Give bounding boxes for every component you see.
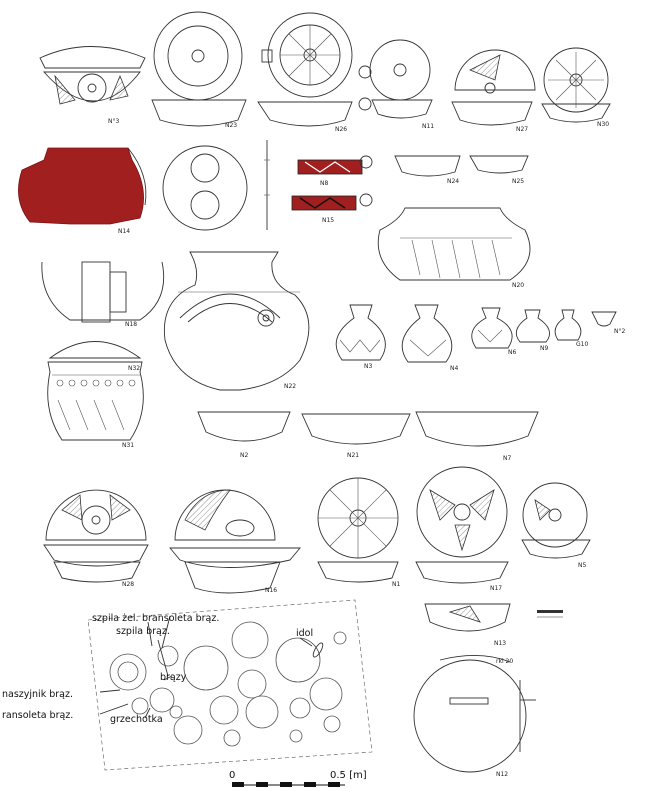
vessel-n1: N1 bbox=[317, 477, 400, 588]
vessel-n18: N18 bbox=[41, 261, 165, 328]
vessel-n22: N22 bbox=[163, 251, 310, 391]
label-n2: N2 bbox=[240, 452, 248, 459]
vessel-n11: N11 bbox=[358, 39, 434, 130]
bronze-rings-group bbox=[162, 140, 270, 231]
vessel-n15-pendant: N15 bbox=[291, 193, 373, 224]
label-n16: N16 bbox=[265, 587, 277, 594]
vessel-n17: N17 bbox=[415, 466, 509, 592]
annot-szpila-zel: szpila żel. bbox=[92, 613, 139, 624]
vessel-n21: N21 bbox=[301, 413, 411, 459]
annot-naszyjnik: naszyjnik brąz. bbox=[2, 689, 73, 700]
vessel-n2-small: N°2 bbox=[591, 311, 625, 335]
scale-end: 0.5 [m] bbox=[330, 770, 367, 781]
vessel-n20: N20 bbox=[377, 207, 531, 289]
label-n5: N5 bbox=[578, 562, 586, 569]
vessel-n14-red: N14 bbox=[18, 147, 147, 235]
label-n25: N25 bbox=[512, 178, 524, 185]
scale-bar: 0 0.5 [m] bbox=[229, 770, 367, 787]
vessel-n8-pendant: N8 bbox=[297, 155, 373, 187]
vessel-n9: N9 bbox=[515, 309, 551, 352]
label-n1: N1 bbox=[392, 581, 400, 588]
vessel-n16: N16 bbox=[169, 489, 301, 594]
scale-start: 0 bbox=[229, 770, 235, 781]
vessel-g10: G10 bbox=[554, 309, 588, 348]
vessel-n23: N23 bbox=[151, 11, 247, 129]
vessel-n13: N13 bbox=[424, 603, 511, 647]
label-n3-top: N°3 bbox=[108, 118, 119, 125]
label-g10: G10 bbox=[576, 341, 588, 348]
annot-bransoleta-left: ransoleta brąz. bbox=[2, 710, 73, 721]
vessel-n4: N4 bbox=[401, 304, 458, 372]
label-n14: N14 bbox=[118, 228, 130, 235]
label-n12: N12 bbox=[496, 771, 508, 778]
label-n26: N26 bbox=[335, 126, 347, 133]
label-n9: N9 bbox=[540, 345, 548, 352]
label-n23: N23 bbox=[225, 122, 237, 129]
label-n4: N4 bbox=[450, 365, 458, 372]
vessel-n24: N24 bbox=[394, 155, 461, 185]
vessel-n26: N26 bbox=[257, 12, 353, 133]
vessel-n2: N2 bbox=[197, 411, 291, 459]
vessel-n27: N27 bbox=[451, 49, 536, 133]
label-n32: N32 bbox=[128, 365, 140, 372]
label-n8: N8 bbox=[320, 180, 328, 187]
vessel-n30: N30 bbox=[541, 47, 611, 128]
annot-grzechotka: grzechotka bbox=[110, 714, 163, 725]
label-n7: N7 bbox=[503, 455, 511, 462]
label-n17: N17 bbox=[490, 585, 502, 592]
label-n2-small: N°2 bbox=[614, 328, 625, 335]
label-n22: N22 bbox=[284, 383, 296, 390]
label-n27: N27 bbox=[516, 126, 528, 133]
annot-idol: idol bbox=[296, 628, 313, 639]
label-n13: N13 bbox=[494, 640, 506, 647]
label-n24: N24 bbox=[447, 178, 459, 185]
label-n31: N31 bbox=[122, 442, 134, 449]
vessel-n32: N32 N31 bbox=[47, 341, 144, 449]
label-rkl20: rkl 20 bbox=[496, 658, 513, 665]
vessel-n7: N7 bbox=[415, 411, 539, 462]
vessel-n3-small: N3 bbox=[335, 304, 386, 370]
annot-szpila-brz: szpila brąz. bbox=[116, 626, 170, 637]
vessel-n5: N5 bbox=[521, 482, 591, 569]
label-n15: N15 bbox=[322, 217, 334, 224]
label-n3-small: N3 bbox=[364, 363, 372, 370]
label-n21: N21 bbox=[347, 452, 359, 459]
annot-brazy: brązy bbox=[160, 672, 187, 683]
label-n6: N6 bbox=[508, 349, 516, 356]
label-n11: N11 bbox=[422, 123, 434, 130]
label-n30: N30 bbox=[597, 121, 609, 128]
vessel-n12: rkl 20 N12 bbox=[413, 655, 536, 778]
grave-plan-circles bbox=[109, 621, 347, 747]
label-n18: N18 bbox=[125, 321, 137, 328]
mini-scale bbox=[537, 610, 563, 618]
grave-plan: szpila żel. bransoleta brąz. szpila brąz… bbox=[2, 599, 373, 771]
label-n28: N28 bbox=[122, 581, 134, 588]
vessel-n6: N6 bbox=[471, 307, 516, 356]
label-n20: N20 bbox=[512, 282, 524, 289]
vessel-n28: N28 bbox=[43, 489, 149, 588]
vessel-n25: N25 bbox=[469, 155, 529, 185]
vessel-n3-top: N°3 bbox=[39, 46, 146, 125]
annot-bransoleta-top: bransoleta brąz. bbox=[142, 613, 219, 624]
